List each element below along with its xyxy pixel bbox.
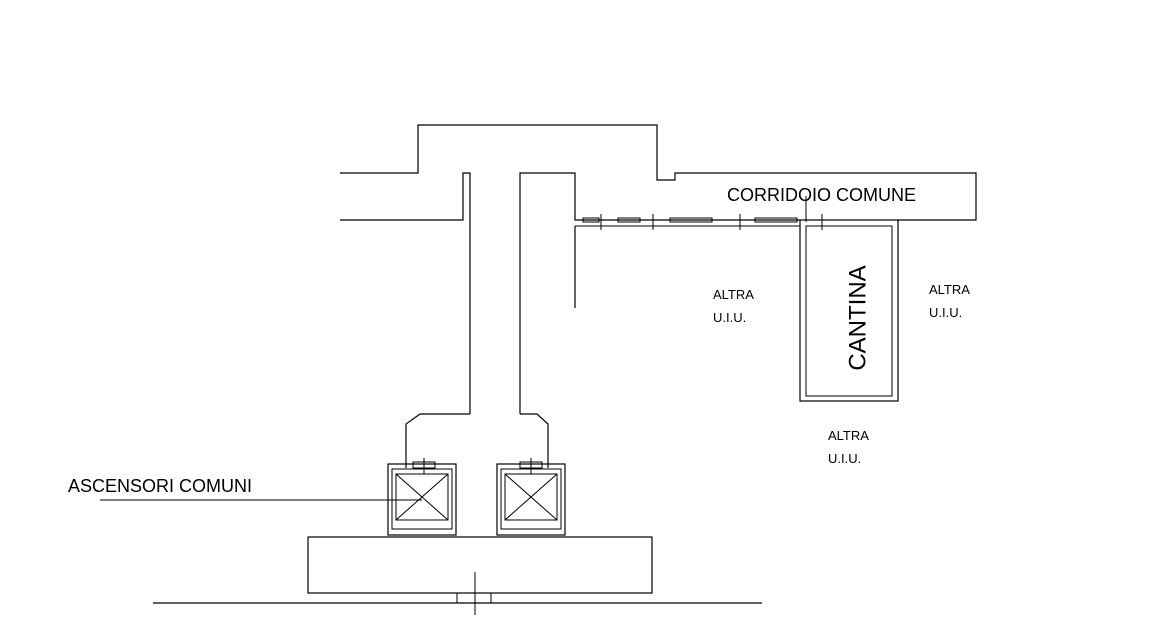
window-opening: [669, 217, 713, 223]
label-altra-uiu-1: ALTRA U.I.U.: [713, 287, 754, 325]
elevator-left-cabin: [395, 473, 449, 521]
window-opening: [617, 217, 641, 223]
corridor-openings: [582, 196, 823, 230]
upper-walls: [340, 124, 977, 414]
label-ascensori-comuni: ASCENSORI COMUNI: [68, 476, 252, 496]
elevator-right: [496, 458, 566, 536]
lower-landing: [153, 536, 762, 615]
label-altra-uiu-3-line2: U.I.U.: [828, 451, 861, 466]
elevator-left-cross: [395, 473, 449, 521]
label-altra-uiu-2: ALTRA U.I.U.: [929, 282, 970, 320]
cantina-inner-wall: [805, 225, 893, 397]
label-cantina: CANTINA: [844, 265, 871, 370]
label-corridoio-comune: CORRIDOIO COMUNE: [727, 185, 916, 205]
upper-inner-wall-left: [340, 172, 471, 414]
label-altra-uiu-3: ALTRA U.I.U.: [828, 428, 869, 466]
upper-inner-wall-right: [519, 172, 800, 414]
label-altra-uiu-2-line1: ALTRA: [929, 282, 970, 297]
window-opening: [754, 217, 798, 223]
label-altra-uiu-3-line1: ALTRA: [828, 428, 869, 443]
elevator-left-mid: [391, 468, 453, 530]
elevator-right-outer: [496, 463, 566, 536]
landing-block: [307, 536, 653, 594]
upper-outer-wall: [340, 124, 977, 221]
shaft-wall-right: [520, 413, 549, 468]
label-altra-uiu-1-line2: U.I.U.: [713, 310, 746, 325]
shaft-wall-left: [405, 413, 470, 468]
label-altra-uiu-1-line1: ALTRA: [713, 287, 754, 302]
landing-opening: [456, 592, 492, 604]
label-altra-uiu-2-line2: U.I.U.: [929, 305, 962, 320]
cantina-room: [799, 219, 899, 402]
lower-walls: [405, 413, 549, 468]
window-opening: [582, 217, 600, 223]
cantina-outer-wall: [799, 219, 899, 402]
elevator-left: [387, 458, 457, 536]
elevator-right-cross: [504, 473, 558, 521]
